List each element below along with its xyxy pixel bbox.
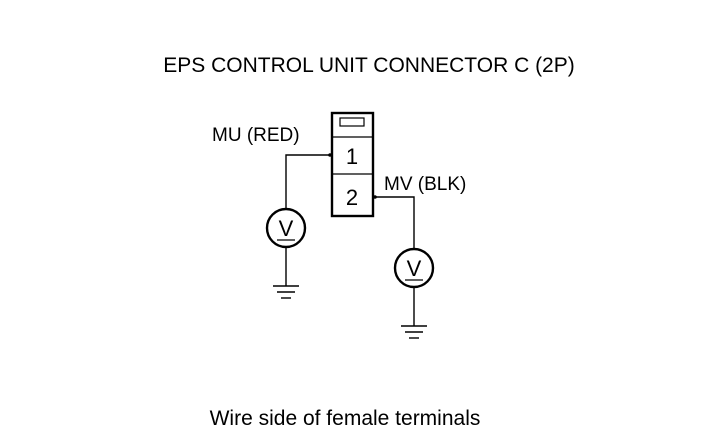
ground-icon xyxy=(401,325,427,339)
voltmeter-2-symbol: V xyxy=(407,256,422,281)
voltmeter-icon: V xyxy=(393,247,435,289)
connector-lock-tab xyxy=(339,117,365,127)
connector-housing xyxy=(330,111,375,218)
probe-wire-terminal-2 xyxy=(373,195,415,249)
voltmeter-1-symbol: V xyxy=(279,216,294,241)
terminal-2-label: MV (BLK) xyxy=(384,174,466,195)
voltmeter-icon: V xyxy=(265,207,307,249)
diagram-caption: Wire side of female terminals xyxy=(210,407,481,430)
terminal-1-number: 1 xyxy=(346,144,358,169)
ground-icon xyxy=(273,285,299,299)
terminal-2-number: 2 xyxy=(346,185,358,210)
probe-wire-terminal-1 xyxy=(285,153,332,210)
connector-c: 1 2 xyxy=(330,111,375,218)
terminal-1-label: MU (RED) xyxy=(212,125,300,146)
diagram-title: EPS CONTROL UNIT CONNECTOR C (2P) xyxy=(163,54,575,77)
